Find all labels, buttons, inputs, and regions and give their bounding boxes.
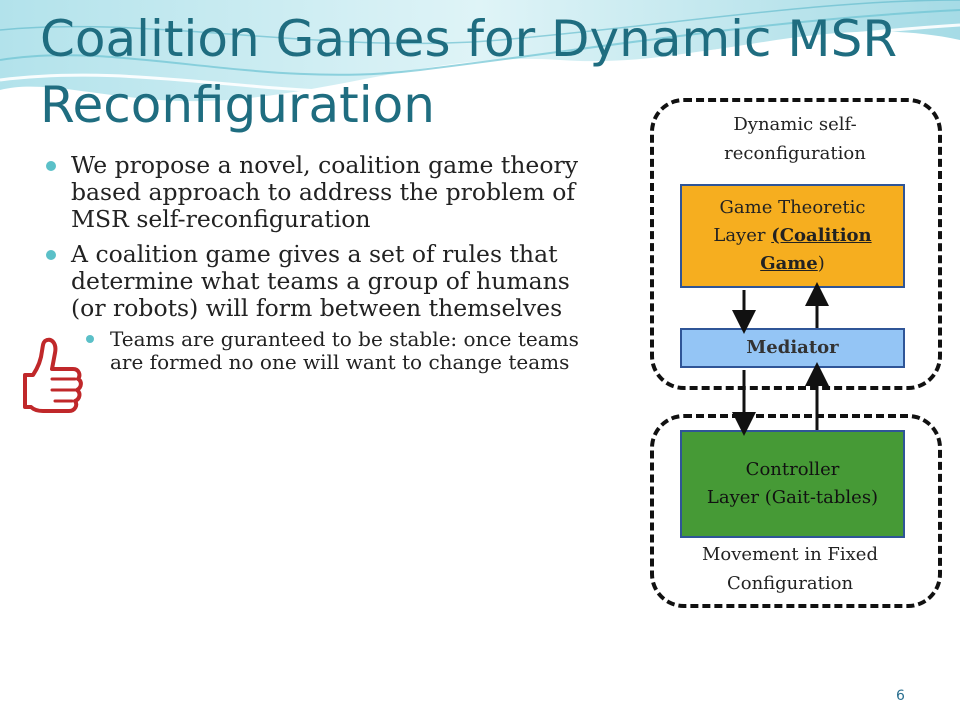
page-number: 6: [896, 688, 905, 704]
game-theoretic-layer-box: Game Theoretic Layer (Coalition Game): [680, 184, 905, 288]
bullet-item: A coalition game gives a set of rules th…: [46, 241, 606, 322]
dynamic-reconfiguration-region: [650, 98, 942, 390]
bullet-text: A coalition game gives a set of rules th…: [71, 240, 570, 322]
diagram-arrows: [732, 282, 829, 436]
mediator-box: Mediator: [680, 328, 905, 368]
bullet-dot-icon: [46, 250, 56, 260]
controller-layer-box: Controller Layer (Gait-tables): [680, 430, 905, 538]
top-region-label: Dynamic self- reconfiguration: [724, 114, 866, 164]
bullet-text: We propose a novel, coalition game theor…: [71, 151, 578, 233]
header-wave-decoration: [0, 0, 960, 102]
sub-bullet-item: Teams are guranteed to be stable: once t…: [86, 328, 606, 374]
fixed-configuration-region: [650, 414, 942, 608]
bullet-list: We propose a novel, coalition game theor…: [46, 152, 606, 374]
bullet-dot-icon: [86, 335, 94, 343]
bullet-dot-icon: [46, 161, 56, 171]
bullet-item: We propose a novel, coalition game theor…: [46, 152, 606, 233]
slide-title: Coalition Games for Dynamic MSR Reconfig…: [40, 10, 898, 134]
bottom-region-label: Movement in Fixed Configuration: [701, 544, 878, 594]
sub-bullet-text: Teams are guranteed to be stable: once t…: [110, 327, 579, 374]
thumbs-up-icon: [23, 337, 83, 413]
architecture-diagram: Dynamic self- reconfiguration Game Theor…: [640, 92, 950, 622]
